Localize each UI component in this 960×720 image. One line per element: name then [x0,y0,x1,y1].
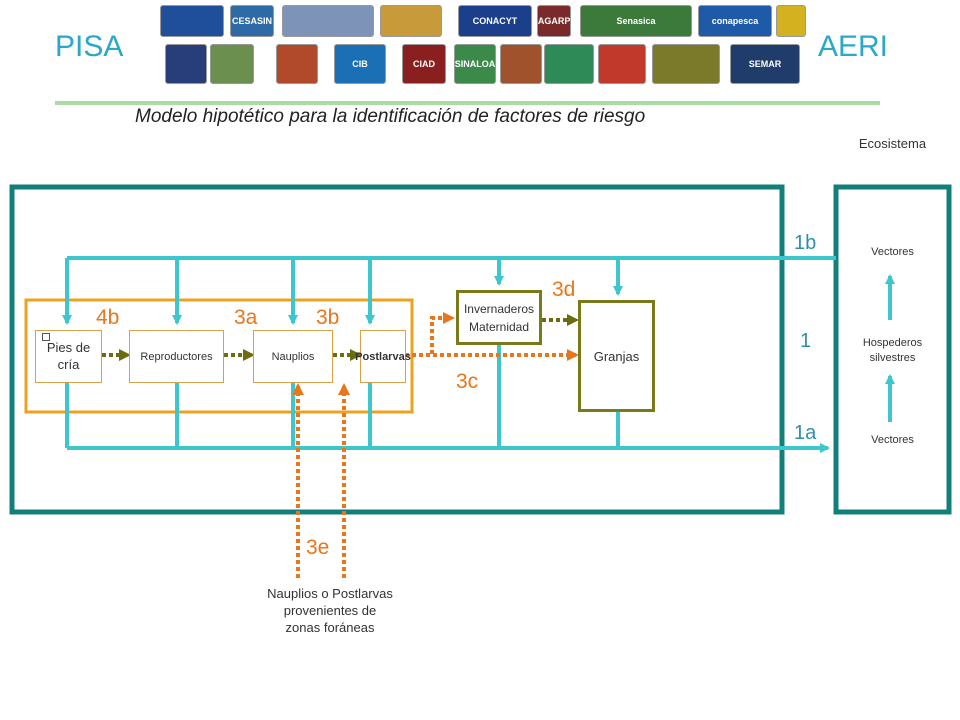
logo-1 [160,5,224,37]
foreign-sources-label: Nauplios o Postlarvas provenientes de zo… [267,586,393,635]
logo-cib: CIB [334,44,386,84]
label-3c: 3c [456,370,479,393]
label-4b: 4b [96,306,120,329]
node-reproductores-label: Reproductores [140,350,213,363]
logo-senasica: Senasica [580,5,692,37]
node-reproductores: Reproductores [129,330,224,383]
node-granjas: Granjas [578,300,655,412]
logo-17 [544,44,594,84]
arrow-3d-to-invernaderos [405,312,455,357]
node-invernaderos-label: Invernaderos Maternidad [463,301,535,334]
logo-18 [598,44,646,84]
node-postlarvas: Postlarvas [355,330,411,383]
node-nauplios-label: Nauplios [271,350,315,363]
label-3e: 3e [306,536,330,559]
logo-sinaloa: SINALOA [454,44,496,84]
label-3b: 3b [316,306,340,329]
logo-conapesca: conapesca [698,5,772,37]
eco-vectores-bottom: Vectores [871,434,914,446]
node-invernaderos: Invernaderos Maternidad [456,290,542,345]
ecosistema-label: Ecosistema [858,136,927,151]
logo-sagarpa: SAGARPA [537,5,571,37]
label-1: 1 [800,330,812,352]
pisa-brand: PISA [55,30,124,63]
node-pies-label: Pies de cría [46,339,91,372]
logo-conacyt: CONACYT [458,5,532,37]
logo-cesasin: CESASIN [230,5,274,37]
node-postlarvas-label: Postlarvas [355,350,411,363]
label-1b: 1b [794,232,817,254]
logo-9 [776,5,806,37]
logo-19 [652,44,720,84]
aeri-brand: AERI [818,30,889,63]
logo-12 [276,44,318,84]
label-1a: 1a [794,422,817,444]
logo-unam [165,44,207,84]
page-title: Modelo hipotético para la identificación… [135,106,646,127]
node-nauplios: Nauplios [253,330,333,383]
ecosystem-frame [833,184,952,515]
label-3d: 3d [552,278,576,301]
logo-16 [500,44,542,84]
eco-vectores-top: Vectores [871,246,914,258]
eco-hospederos: Hospederos silvestres [862,337,923,365]
label-3a: 3a [234,306,258,329]
logo-semar: SEMAR [730,44,800,84]
logo-4 [380,5,442,37]
small-square-marker [42,333,50,341]
logo-ciad: CIAD [402,44,446,84]
node-granjas-label: Granjas [593,348,640,364]
farm-system-frame [9,184,785,515]
logo-3 [282,5,374,37]
logo-11 [210,44,254,84]
